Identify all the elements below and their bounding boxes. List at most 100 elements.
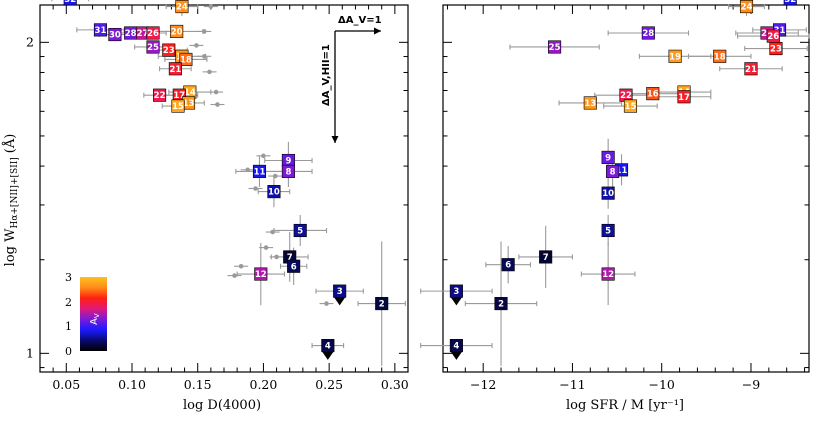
right-marker-21 [744, 62, 758, 76]
left-marker-label-15: 15 [172, 102, 184, 112]
left-marker-21 [168, 62, 182, 76]
right-marker-13 [583, 96, 597, 110]
right-marker-label-10: 10 [602, 189, 614, 199]
svg-text:log WHα+[NII]+[SII](Å): log WHα+[NII]+[SII](Å) [2, 134, 20, 267]
left-point-8: 8 [281, 164, 295, 178]
left-marker-15 [171, 99, 185, 113]
right-marker-28 [641, 26, 655, 40]
left-marker-10 [267, 185, 281, 199]
right-point-24: 24 [739, 0, 754, 14]
left-grey-point [213, 89, 219, 95]
right-point-28: 28 [641, 26, 655, 40]
left-panel: 0.050.100.150.200.250.301232243130282726… [26, 0, 409, 392]
right-marker-18 [713, 49, 727, 63]
left-x-tick-label: 0.15 [184, 377, 212, 392]
right-marker-label-2: 2 [498, 300, 504, 310]
right-point-5: 5 [601, 223, 615, 238]
left-marker-label-13: 13 [183, 99, 195, 109]
left-point-6: 6 [287, 259, 301, 273]
right-marker-label-13: 13 [584, 99, 596, 109]
left-x-tick-label: 0.05 [52, 377, 80, 392]
right-marker-24 [739, 0, 754, 14]
right-marker-2 [494, 297, 508, 311]
right-marker-17 [677, 90, 691, 104]
right-marker-7 [539, 250, 553, 264]
left-marker-label-10: 10 [268, 188, 280, 198]
left-point-3: 3 [333, 284, 347, 306]
right-point-12: 12 [601, 267, 615, 281]
right-marker-3 [449, 284, 463, 298]
right-point-4: 4 [449, 339, 463, 360]
left-marker-label-6: 6 [291, 262, 297, 272]
right-marker-label-16: 16 [647, 90, 659, 100]
left-marker-12 [254, 267, 268, 281]
left-marker-label-31: 31 [95, 26, 107, 36]
left-marker-label-32: 32 [64, 0, 76, 5]
y-axis-label: log WHα+[NII]+[SII](Å) [2, 134, 20, 267]
right-marker-label-25: 25 [549, 43, 561, 53]
right-marker-label-18: 18 [714, 52, 726, 62]
right-marker-label-3: 3 [453, 287, 459, 297]
left-point-11: 11 [252, 164, 267, 178]
left-point-30: 30 [108, 27, 122, 42]
right-point-10: 10 [601, 186, 615, 200]
right-marker-5 [601, 223, 615, 238]
right-upper-limit-arrow [450, 297, 462, 306]
right-point-16: 16 [646, 87, 660, 101]
left-grey-point [253, 186, 258, 191]
right-point-19: 19 [668, 49, 682, 63]
left-point-5: 5 [293, 223, 307, 238]
left-marker-label-20: 20 [171, 27, 183, 37]
right-marker-15 [623, 99, 638, 113]
right-marker-label-17: 17 [678, 93, 690, 103]
left-x-tick-label: 0.20 [250, 377, 278, 392]
left-marker-label-7: 7 [287, 253, 293, 263]
left-grey-point [215, 102, 220, 107]
left-marker-26 [146, 26, 160, 40]
left-point-26: 26 [146, 26, 160, 40]
right-marker-8 [606, 164, 620, 178]
left-grey-point [261, 153, 266, 159]
left-point-23: 23 [162, 43, 176, 57]
left-upper-limit-arrow [322, 351, 334, 360]
left-marker-30 [108, 27, 122, 42]
left-point-31: 31 [93, 23, 108, 37]
right-point-25: 25 [548, 40, 562, 54]
left-marker-label-3: 3 [337, 287, 343, 297]
left-grey-point [194, 43, 199, 48]
left-marker-6 [287, 259, 301, 273]
left-grey-point [232, 273, 237, 278]
left-marker-25 [146, 40, 160, 54]
left-marker-label-4: 4 [325, 342, 331, 352]
left-marker-label-5: 5 [297, 226, 303, 236]
right-point-13: 13 [583, 96, 597, 110]
right-point-23: 23 [769, 41, 783, 56]
left-point-15: 15 [171, 99, 185, 113]
left-grey-point [263, 245, 269, 250]
left-marker-18 [179, 52, 193, 66]
left-grey-point [207, 69, 212, 75]
left-marker-32 [63, 0, 77, 6]
right-point-32: 32 [783, 0, 797, 6]
right-point-22: 22 [619, 88, 633, 102]
right-panel: −12−11−10−932242831272625231918211422161… [420, 0, 810, 392]
left-marker-label-8: 8 [285, 167, 291, 177]
right-x-tick-label: −12 [470, 377, 496, 392]
right-marker-10 [601, 186, 615, 200]
left-x-axis-label: log D(4000) [183, 398, 261, 413]
right-marker-19 [668, 49, 682, 63]
right-marker-label-15: 15 [625, 102, 637, 112]
right-point-6: 6 [501, 258, 515, 272]
right-point-17: 17 [677, 90, 691, 104]
left-marker-label-14: 14 [184, 88, 196, 98]
right-point-2: 2 [494, 297, 508, 311]
right-marker-label-9: 9 [605, 153, 611, 163]
left-point-10: 10 [267, 185, 281, 199]
right-point-9: 9 [601, 150, 615, 164]
left-marker-label-28: 28 [125, 29, 137, 39]
left-marker-label-17: 17 [173, 91, 185, 101]
left-y-tick-label: 1 [26, 345, 34, 360]
left-marker-3 [333, 284, 347, 298]
left-marker-label-11: 11 [254, 167, 266, 177]
colorbar-tick-3: 3 [65, 271, 72, 284]
